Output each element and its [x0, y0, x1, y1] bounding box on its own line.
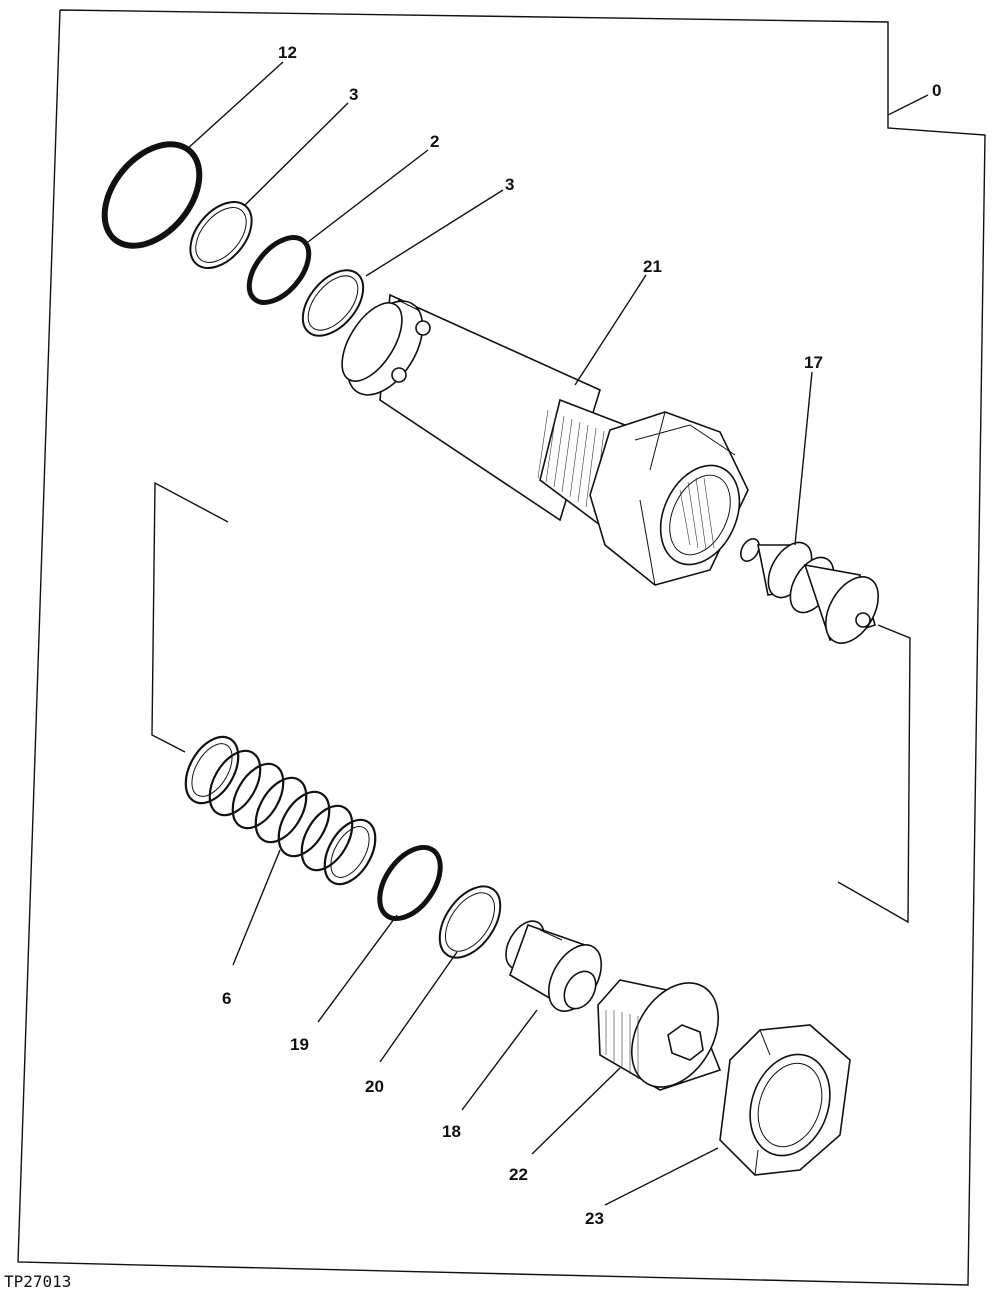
callout-18: 18	[442, 1122, 461, 1141]
assembly-bracket-left	[151, 481, 229, 753]
callout-0: 0	[932, 81, 941, 100]
figure-id: TP27013	[4, 1272, 71, 1291]
poppet-17	[740, 538, 880, 644]
callout-3-upper: 3	[349, 85, 358, 104]
figure-border	[17, 9, 986, 1286]
callout-12: 12	[278, 43, 297, 62]
callout-labels: 0 12 3 2 3 21 17 6 19 20 18 22 23	[222, 43, 941, 1228]
callout-3-lower: 3	[505, 175, 514, 194]
o-ring-2	[246, 235, 312, 305]
piston-18	[505, 920, 603, 1012]
callout-19: 19	[290, 1035, 309, 1054]
o-ring-19	[377, 844, 443, 922]
leader-lines	[185, 61, 929, 1206]
callout-23: 23	[585, 1209, 604, 1228]
backup-ring-3-upper	[189, 201, 253, 269]
callout-20: 20	[365, 1077, 384, 1096]
locknut-23	[719, 1024, 851, 1176]
backup-ring-3-lower	[301, 269, 365, 337]
spring-6	[184, 735, 377, 886]
callout-2: 2	[430, 132, 439, 151]
assembly-bracket-right	[837, 624, 911, 924]
callout-17: 17	[804, 353, 823, 372]
callout-6: 6	[222, 989, 231, 1008]
backup-ring-20	[438, 885, 502, 959]
callout-22: 22	[509, 1165, 528, 1184]
callout-21: 21	[643, 257, 662, 276]
o-ring-12	[101, 141, 203, 249]
plug-22	[597, 979, 722, 1091]
valve-body-21	[341, 293, 749, 586]
